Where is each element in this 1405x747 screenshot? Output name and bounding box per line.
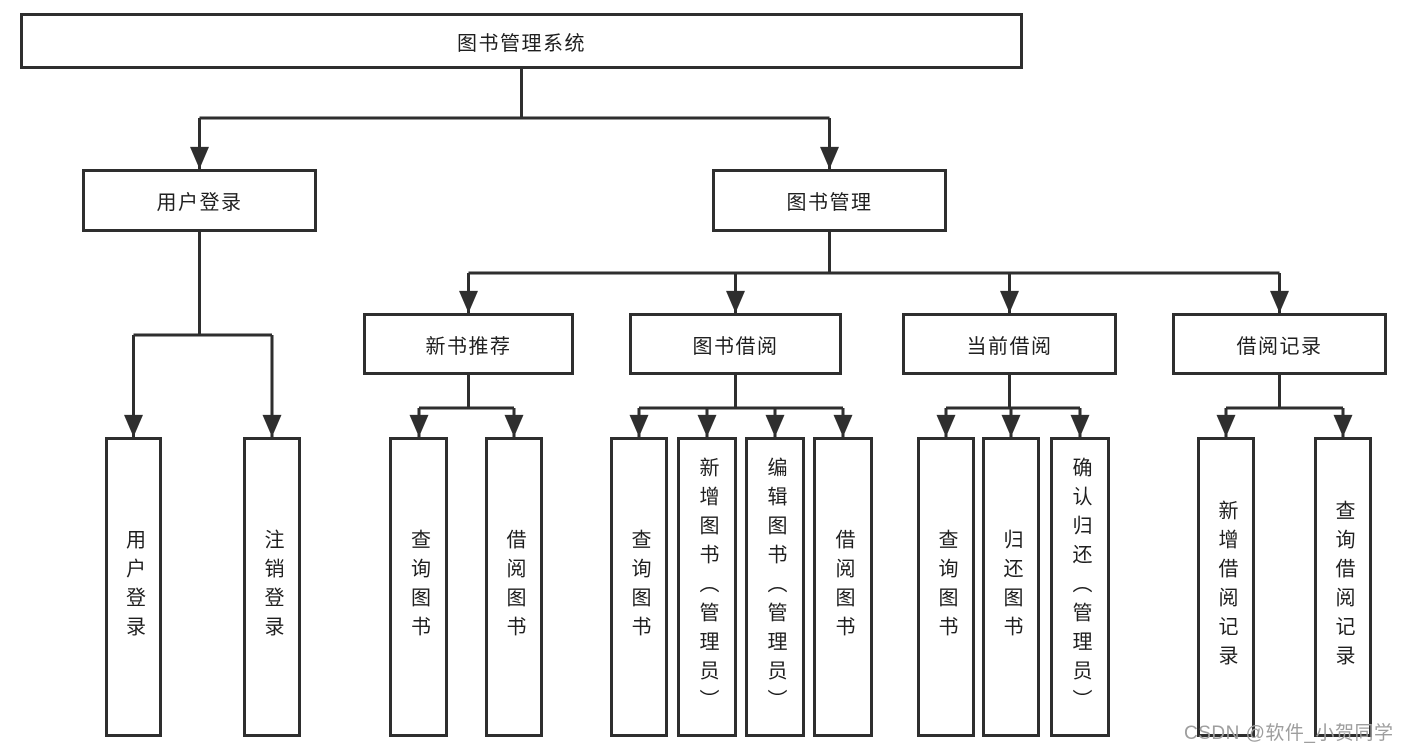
node-current-borrowing: 当前借阅 — [902, 313, 1117, 375]
node-leaf-edit-books-admin: 编辑图书（管理员） — [745, 437, 805, 737]
node-leaf-query-books-2: 查询图书 — [610, 437, 668, 737]
node-leaf-add-books-admin: 新增图书（管理员） — [677, 437, 737, 737]
csdn-watermark: CSDN @软件_小贺同学 — [1184, 723, 1394, 744]
node-leaf-query-borrow-record: 查询借阅记录 — [1314, 437, 1372, 737]
node-user-login: 用户登录 — [82, 169, 317, 232]
node-book-borrowing: 图书借阅 — [629, 313, 842, 375]
node-leaf-return-books: 归还图书 — [982, 437, 1040, 737]
node-borrowing-records: 借阅记录 — [1172, 313, 1387, 375]
node-book-management: 图书管理 — [712, 169, 947, 232]
node-leaf-query-books-3: 查询图书 — [917, 437, 975, 737]
node-leaf-query-books-1: 查询图书 — [389, 437, 448, 737]
node-leaf-user-login: 用户登录 — [105, 437, 162, 737]
node-new-book-recommendation: 新书推荐 — [363, 313, 574, 375]
node-leaf-confirm-return-admin: 确认归还（管理员） — [1050, 437, 1110, 737]
node-leaf-add-borrow-record: 新增借阅记录 — [1197, 437, 1255, 737]
node-leaf-borrow-books-2: 借阅图书 — [813, 437, 873, 737]
node-leaf-borrow-books-1: 借阅图书 — [485, 437, 543, 737]
node-leaf-logout: 注销登录 — [243, 437, 301, 737]
node-library-management-system: 图书管理系统 — [20, 13, 1023, 69]
